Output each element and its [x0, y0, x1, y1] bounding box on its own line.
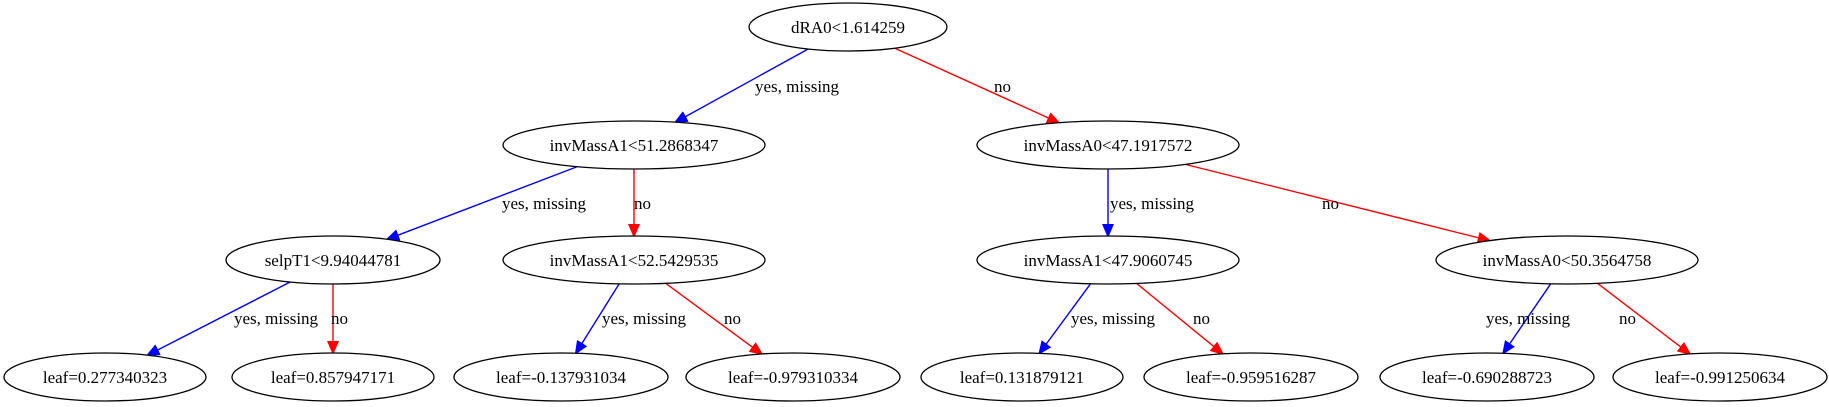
edge-label: yes, missing	[1071, 309, 1156, 328]
node-label: leaf=0.857947171	[271, 368, 395, 387]
edge-label: yes, missing	[234, 309, 319, 328]
split-node: selpT1<9.94044781	[225, 235, 441, 285]
node-ellipse	[748, 2, 948, 52]
edge-label: yes, missing	[1110, 194, 1195, 213]
leaf-node: leaf=0.131879121	[920, 352, 1124, 402]
node-ellipse	[3, 352, 207, 402]
edge-no: no	[327, 284, 348, 355]
edge-line-no	[1597, 282, 1692, 356]
edges-layer: yes, missing no yes, missing no yes, missing…	[145, 47, 1692, 357]
edge-yes: yes, missing	[574, 283, 687, 355]
leaf-node: leaf=0.857947171	[231, 352, 435, 402]
edge-yes: yes, missing	[1038, 283, 1156, 355]
edge-line-no	[894, 47, 1061, 124]
node-label: invMassA0<47.1917572	[1024, 136, 1193, 155]
edge-line-no	[665, 282, 764, 356]
edge-line-yes	[673, 48, 809, 124]
split-node: dRA0<1.614259	[748, 2, 948, 52]
node-ellipse	[225, 235, 441, 285]
leaf-node: leaf=-0.959516287	[1143, 352, 1359, 402]
edge-label: yes, missing	[502, 194, 587, 213]
node-label: invMassA1<51.2868347	[550, 136, 719, 155]
node-label: leaf=0.131879121	[960, 368, 1084, 387]
edge-no: no	[1597, 282, 1692, 356]
edge-line-no	[1136, 282, 1225, 356]
edge-label: yes, missing	[755, 77, 840, 96]
node-ellipse	[976, 235, 1240, 285]
edge-label: no	[1193, 309, 1210, 328]
edge-label: no	[634, 194, 651, 213]
edge-no: no	[628, 169, 651, 238]
leaf-node: leaf=-0.137931034	[453, 352, 669, 402]
node-label: leaf=-0.991250634	[1655, 368, 1785, 387]
edge-yes: yes, missing	[145, 281, 319, 357]
edge-line-yes	[574, 283, 620, 355]
node-label: invMassA1<52.5429535	[550, 251, 719, 270]
leaf-node: leaf=-0.690288723	[1379, 352, 1595, 402]
edge-yes: yes, missing	[385, 165, 587, 241]
edge-label: yes, missing	[602, 309, 687, 328]
split-node: invMassA0<50.3564758	[1435, 235, 1699, 285]
edge-label: yes, missing	[1486, 309, 1571, 328]
edge-line-yes	[1502, 283, 1552, 355]
edge-yes: yes, missing	[1486, 283, 1571, 355]
node-ellipse	[1143, 352, 1359, 402]
leaf-node: leaf=-0.979310334	[685, 352, 901, 402]
split-node: invMassA1<47.9060745	[976, 235, 1240, 285]
node-ellipse	[685, 352, 901, 402]
node-ellipse	[920, 352, 1124, 402]
edge-line-yes	[1038, 283, 1092, 355]
split-node: invMassA0<47.1917572	[976, 120, 1240, 170]
leaf-node: leaf=0.277340323	[3, 352, 207, 402]
leaf-node: leaf=-0.991250634	[1612, 352, 1828, 402]
edge-line-no	[1185, 163, 1492, 244]
node-ellipse	[502, 120, 766, 170]
node-ellipse	[1379, 352, 1595, 402]
edge-yes: yes, missing	[1102, 169, 1195, 238]
node-label: leaf=-0.137931034	[496, 368, 626, 387]
edge-line-yes	[145, 281, 291, 357]
edge-label: no	[331, 309, 348, 328]
edge-no: no	[894, 47, 1061, 124]
node-label: leaf=-0.979310334	[728, 368, 858, 387]
node-ellipse	[453, 352, 669, 402]
node-ellipse	[231, 352, 435, 402]
edge-no: no	[1185, 163, 1492, 244]
edge-yes: yes, missing	[673, 48, 840, 124]
node-label: invMassA1<47.9060745	[1024, 251, 1193, 270]
split-node: invMassA1<52.5429535	[502, 235, 766, 285]
split-node: invMassA1<51.2868347	[502, 120, 766, 170]
node-label: selpT1<9.94044781	[265, 251, 402, 270]
edge-line-yes	[385, 165, 578, 241]
node-label: leaf=-0.690288723	[1422, 368, 1552, 387]
node-ellipse	[1612, 352, 1828, 402]
edge-label: no	[994, 77, 1011, 96]
edge-label: no	[1619, 309, 1636, 328]
edge-no: no	[665, 282, 764, 356]
node-label: invMassA0<50.3564758	[1483, 251, 1652, 270]
edge-no: no	[1136, 282, 1225, 356]
node-ellipse	[502, 235, 766, 285]
node-label: leaf=-0.959516287	[1186, 368, 1316, 387]
node-label: dRA0<1.614259	[791, 18, 905, 37]
edge-label: no	[724, 309, 741, 328]
node-ellipse	[976, 120, 1240, 170]
node-ellipse	[1435, 235, 1699, 285]
nodes-layer: dRA0<1.614259 invMassA1<51.2868347 invMass…	[3, 2, 1828, 402]
node-label: leaf=0.277340323	[43, 368, 167, 387]
edge-label: no	[1322, 194, 1339, 213]
